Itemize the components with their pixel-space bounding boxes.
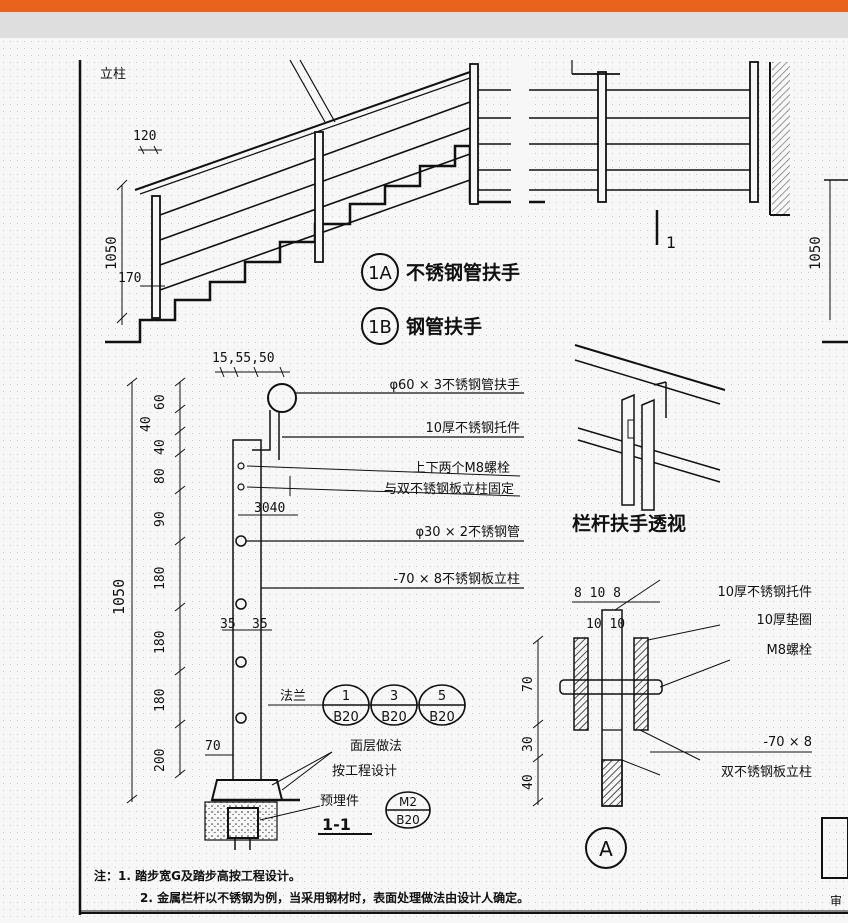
detail-dims-top: 8 10 8 xyxy=(574,586,621,601)
label-fixed: 与双不锈钢板立柱固定 xyxy=(384,482,514,497)
drawing-sheet xyxy=(0,38,848,923)
detail-dim-70: 70 xyxy=(521,676,536,692)
section-mark: 1 xyxy=(666,233,676,252)
label-embed: 预埋件 xyxy=(320,794,359,809)
stair-elevation xyxy=(105,59,790,344)
ref-5-bottom: B20 xyxy=(429,710,454,725)
dim-170: 170 xyxy=(118,271,141,286)
detail-dim-30: 30 xyxy=(521,736,536,752)
right-partial-drawing xyxy=(821,179,848,879)
dim-1050-stair: 1050 xyxy=(104,236,120,270)
ref-3-top: 3 xyxy=(390,689,398,704)
gray-toolbar-strip xyxy=(0,12,848,38)
label-post-plate: -70 × 8不锈钢板立柱 xyxy=(393,572,520,587)
dim-180b: 180 xyxy=(153,631,168,654)
dim-70-base: 70 xyxy=(205,739,221,754)
ref-5-top: 5 xyxy=(438,689,446,704)
drawing-border xyxy=(78,60,848,915)
label-finish: 面层做法 xyxy=(350,739,402,754)
callout-1a-id: 1A xyxy=(368,263,392,284)
dim-60: 60 xyxy=(153,394,168,410)
corner-text: 审 xyxy=(830,893,842,908)
detail-a xyxy=(532,579,812,869)
detail-dim-40: 40 xyxy=(521,774,536,790)
dim-35b: 35 xyxy=(252,617,268,632)
note-1: 注：1. 踏步宽G及踏步高按工程设计。 xyxy=(94,868,301,883)
ref-3-bottom: B20 xyxy=(381,710,406,725)
notes: 注：1. 踏步宽G及踏步高按工程设计。 2. 金属栏杆以不锈钢为例，当采用钢材时… xyxy=(94,868,529,905)
perspective-view xyxy=(574,344,726,511)
dim-90: 90 xyxy=(153,511,168,527)
detail-label-bolt: M8螺栓 xyxy=(767,643,813,658)
detail-label-post: 双不锈钢板立柱 xyxy=(721,765,812,780)
section-title: 1-1 xyxy=(322,815,351,834)
dim-120: 120 xyxy=(133,129,156,144)
dim-3040: 3040 xyxy=(254,501,285,516)
stair-labels: 立柱 120 1050 170 1 xyxy=(100,67,676,286)
section-1-1 xyxy=(126,366,524,850)
detail-label-plate: -70 × 8 xyxy=(763,735,812,750)
dim-40a: 40 xyxy=(139,416,154,432)
ref-1-bottom: B20 xyxy=(333,710,358,725)
detail-a-labels: 8 10 8 10 10 70 30 40 10厚不锈钢托件 10厚垫圈 M8螺… xyxy=(521,585,812,861)
section-labels: 15,55,50 60 40 40 80 90 180 180 180 200 … xyxy=(110,351,520,834)
post-label: 立柱 xyxy=(100,67,126,82)
callout-1b: 1B 钢管扶手 xyxy=(361,307,482,345)
top-dims: 15,55,50 xyxy=(212,351,275,366)
callout-1b-text: 钢管扶手 xyxy=(406,315,482,338)
dim-1050-total: 1050 xyxy=(110,579,128,615)
callout-1a: 1A 不锈钢管扶手 xyxy=(361,253,520,291)
detail-label-bracket: 10厚不锈钢托件 xyxy=(717,585,812,600)
reference-circles xyxy=(322,684,466,829)
orange-top-bar xyxy=(0,0,848,12)
label-by-design: 按工程设计 xyxy=(332,764,397,779)
label-flange: 法兰 xyxy=(280,689,306,704)
dim-35a: 35 xyxy=(220,617,236,632)
detail-title: A xyxy=(599,837,613,861)
note-2: 2. 金属栏杆以不锈钢为例，当采用钢材时，表面处理做法由设计人确定。 xyxy=(140,890,529,905)
right-dim-1050: 1050 xyxy=(808,236,824,270)
dim-180c: 180 xyxy=(153,689,168,712)
dim-80: 80 xyxy=(153,468,168,484)
ref-1-top: 1 xyxy=(342,689,350,704)
embed-ref-top: M2 xyxy=(399,795,417,809)
detail-label-washer: 10厚垫圈 xyxy=(756,612,812,628)
dim-200: 200 xyxy=(153,749,168,772)
detail-dims-bottom: 10 10 xyxy=(586,617,625,632)
dim-40b: 40 xyxy=(153,439,168,455)
label-bolts: 上下两个M8螺栓 xyxy=(413,461,511,476)
label-bracket: 10厚不锈钢托件 xyxy=(425,421,520,436)
embed-ref-bottom: B20 xyxy=(396,813,420,827)
callout-1a-text: 不锈钢管扶手 xyxy=(406,261,520,284)
label-handrail: φ60 × 3不锈钢管扶手 xyxy=(389,378,520,393)
dim-180a: 180 xyxy=(153,567,168,590)
label-rail-tube: φ30 × 2不锈钢管 xyxy=(415,525,520,540)
callout-1b-id: 1B xyxy=(368,317,392,338)
perspective-title: 栏杆扶手透视 xyxy=(572,512,686,535)
